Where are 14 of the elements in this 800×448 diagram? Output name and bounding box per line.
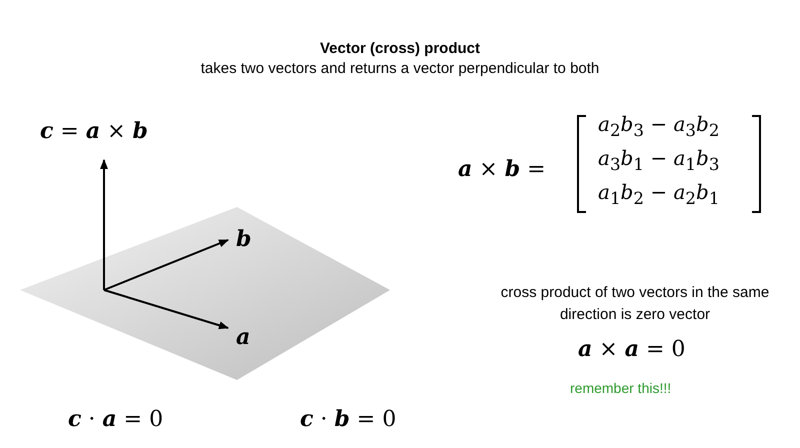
formula: c · b = 0 (300, 406, 396, 432)
title: Vector (cross) product (318, 40, 482, 57)
matrix-row: a$_{1}$b$_{2}$ − a$_{2}$b$_{1}$ (598, 180, 720, 208)
formula: a × b = (458, 156, 546, 182)
note-text: remember this!!! (570, 380, 672, 396)
vector-label: b (236, 226, 252, 252)
vector-label: a (236, 324, 250, 350)
matrix-row: a$_{3}$b$_{1}$ − a$_{1}$b$_{3}$ (598, 146, 720, 174)
formula: c = a × b (40, 118, 148, 144)
matrix-row: a$_{2}$b$_{3}$ − a$_{3}$b$_{2}$ (598, 112, 720, 140)
formula: a × a = 0 (578, 336, 686, 362)
note-text: cross product of two vectors in the same direction is zero vector (500, 283, 770, 325)
formula: c · a = 0 (68, 406, 164, 432)
subtitle: takes two vectors and returns a vector perpendicular to both (200, 60, 600, 77)
